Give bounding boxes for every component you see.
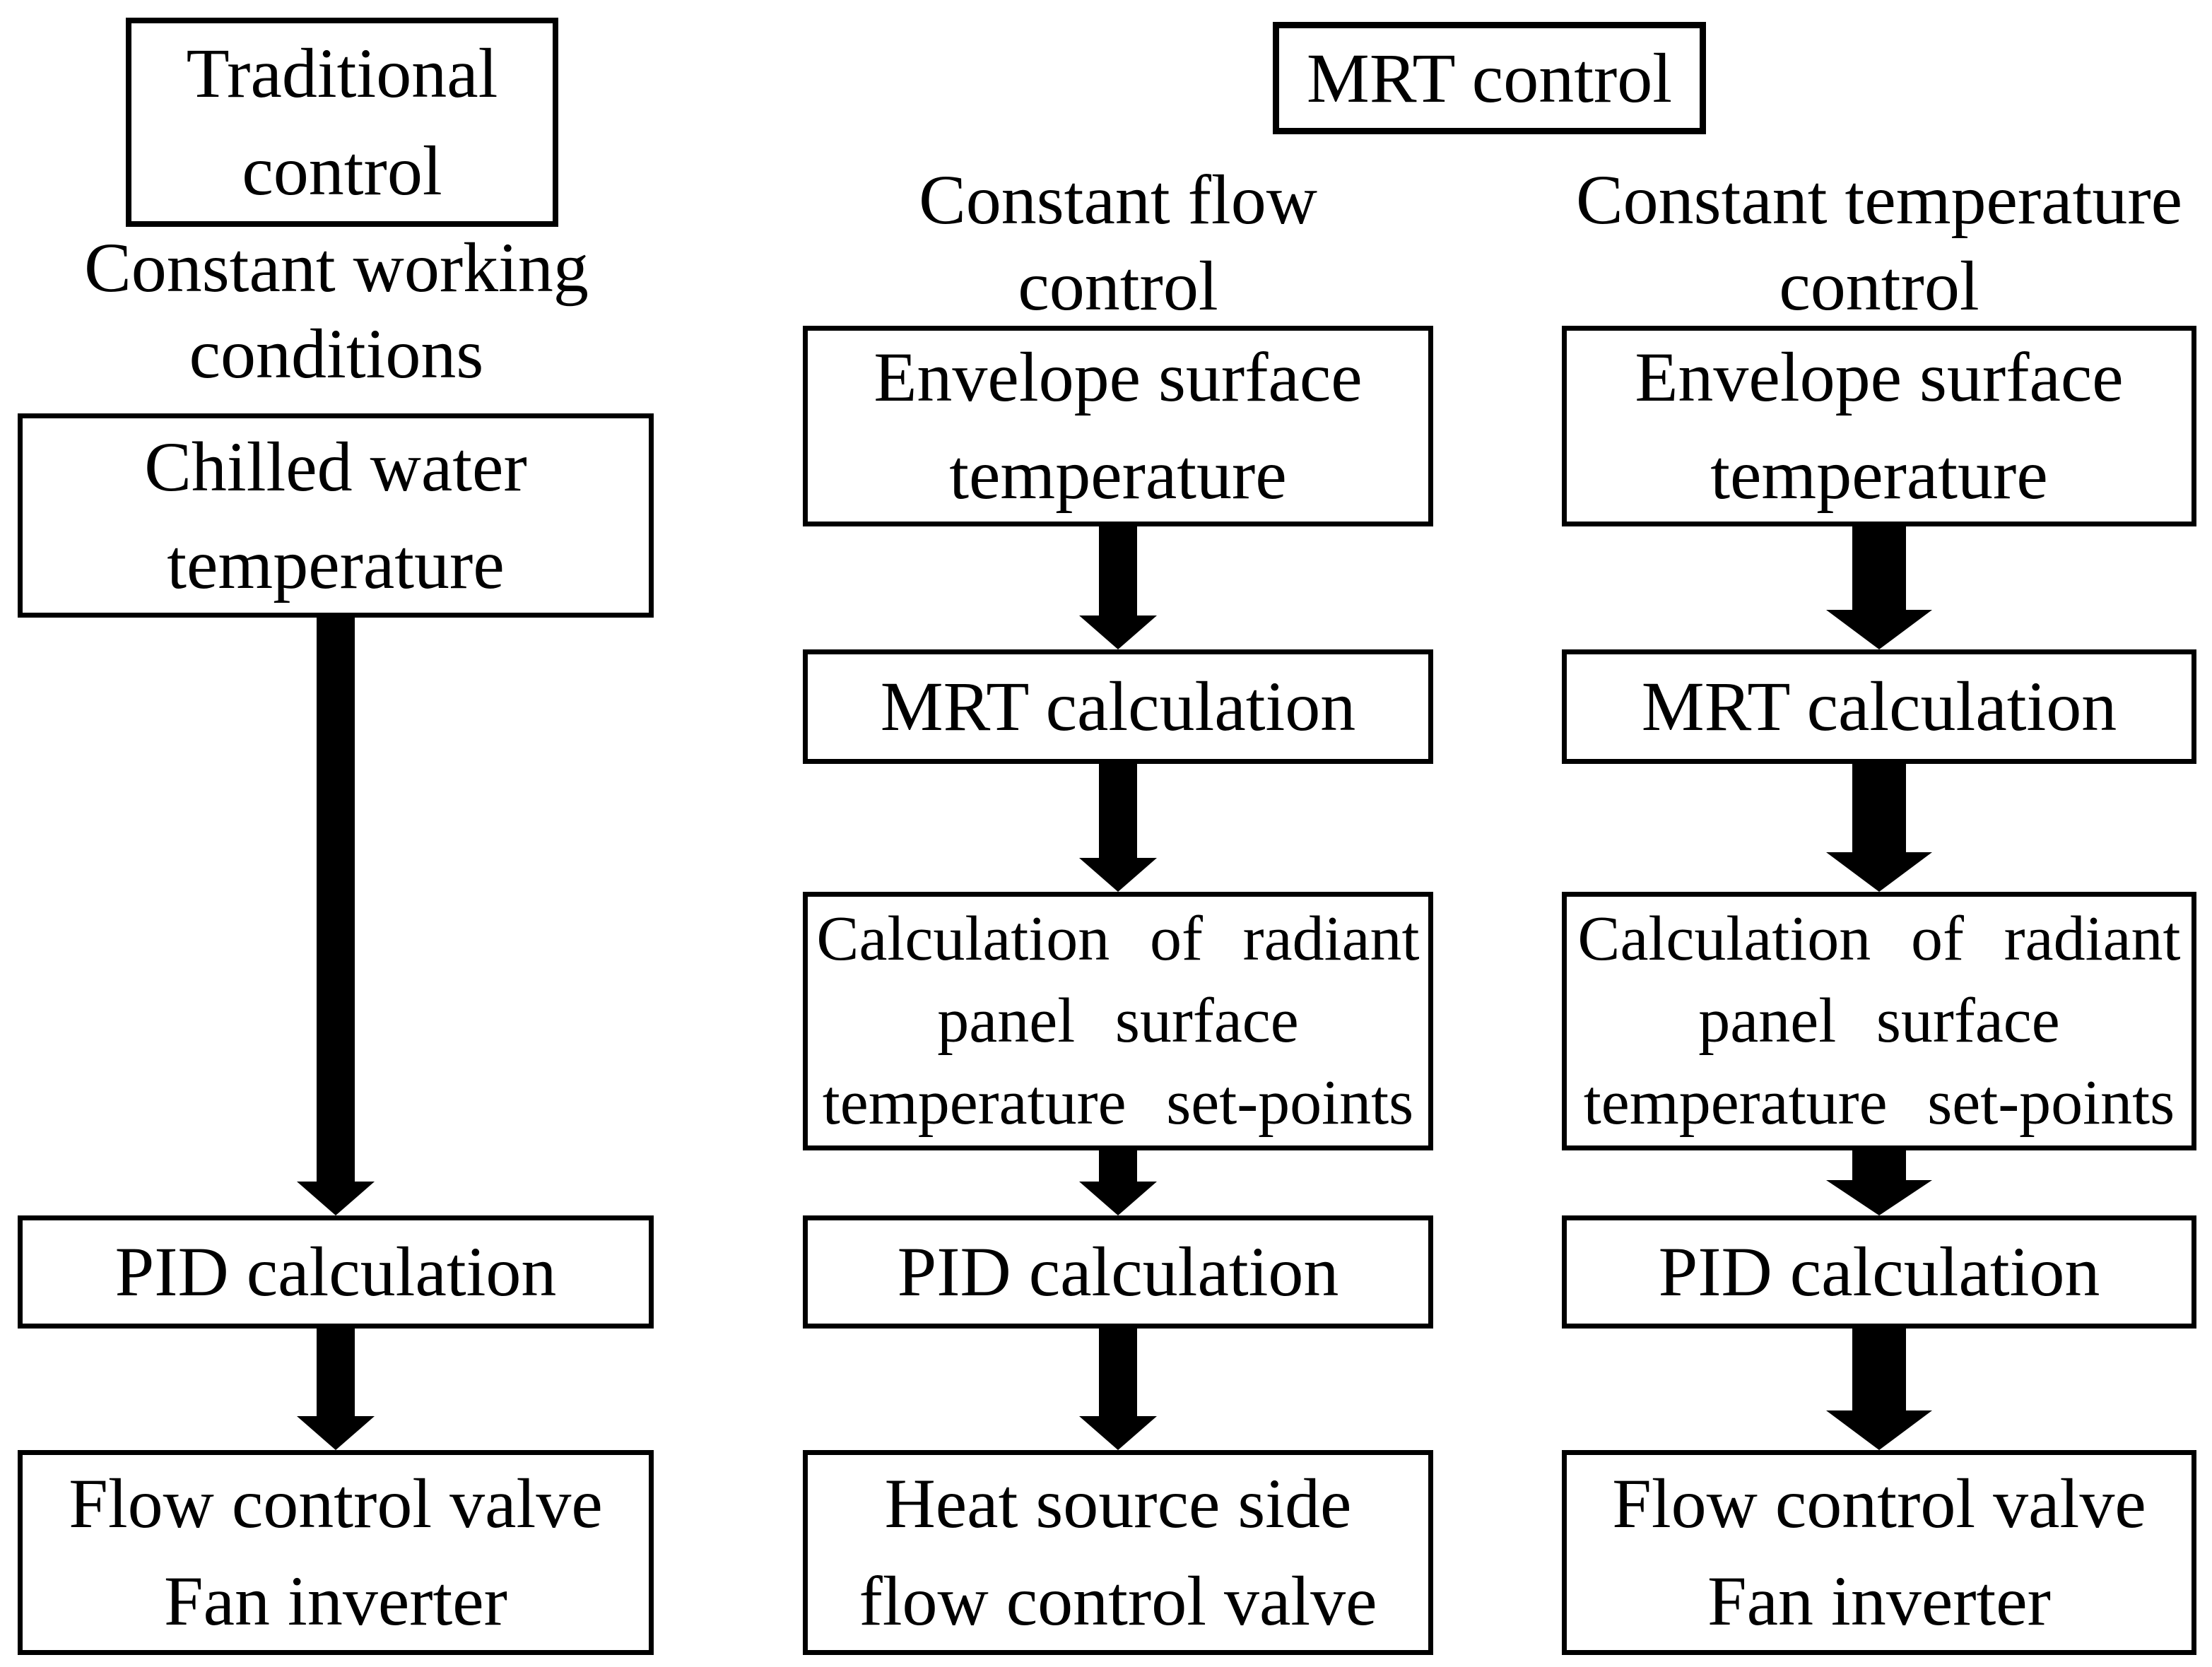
radiant-panel-set-points-box: Calculation of radiant panel surface tem… — [1562, 892, 2196, 1150]
subheader-line: control — [1018, 247, 1218, 325]
heat-source-side-flow-control-valve-box: Heat source side flow control valve — [803, 1450, 1433, 1655]
box-line: Flow control valve — [69, 1464, 603, 1543]
box-line: PID calculation — [1658, 1232, 2100, 1311]
subheader-line: conditions — [189, 314, 484, 393]
arrow-head-icon — [297, 1416, 375, 1450]
down-arrow-connector — [297, 618, 375, 1215]
arrow-head-icon — [1079, 615, 1157, 649]
box-line: Heat source side — [884, 1464, 1352, 1543]
box-line: Flow control valve — [1612, 1464, 2146, 1543]
constant-flow-subheader: Constant flow control — [803, 157, 1433, 329]
radiant-panel-set-points-box: Calculation of radiant panel surface tem… — [803, 892, 1433, 1150]
box-line: PID calculation — [897, 1232, 1339, 1311]
down-arrow-connector — [1826, 764, 1932, 892]
traditional-subheader: Constant working conditions — [18, 225, 654, 397]
arrow-head-icon — [1826, 852, 1932, 892]
arrow-stem — [1099, 1329, 1137, 1416]
box-line: panel surface — [937, 986, 1299, 1056]
arrow-stem — [1099, 1150, 1137, 1182]
pid-calculation-box: PID calculation — [18, 1215, 654, 1329]
arrow-stem — [1852, 764, 1906, 852]
arrow-stem — [1852, 1150, 1906, 1180]
down-arrow-connector — [1826, 526, 1932, 649]
box-line: Calculation of radiant — [816, 904, 1420, 974]
arrow-stem — [1099, 764, 1137, 858]
arrow-head-icon — [1079, 1182, 1157, 1215]
box-line: Calculation of radiant — [1577, 904, 2181, 974]
arrow-stem — [317, 618, 355, 1182]
flow-control-valve-fan-inverter-box: Flow control valve Fan inverter — [1562, 1450, 2196, 1655]
box-line: temperature — [167, 524, 505, 603]
box-line: Fan inverter — [1707, 1562, 2051, 1640]
header-line: Traditional — [186, 34, 498, 112]
box-line: Envelope surface — [873, 338, 1363, 416]
down-arrow-connector — [1079, 1150, 1157, 1215]
box-line: temperature — [949, 435, 1287, 514]
box-line: MRT calculation — [880, 667, 1356, 746]
arrow-stem — [1852, 1329, 1906, 1410]
box-line: MRT calculation — [1641, 667, 2117, 746]
down-arrow-connector — [1826, 1329, 1932, 1450]
traditional-control-header-box: Traditional control — [126, 18, 558, 227]
arrow-head-icon — [1826, 1410, 1932, 1450]
arrow-head-icon — [1826, 610, 1932, 649]
box-line: Fan inverter — [164, 1562, 507, 1640]
envelope-surface-temperature-box: Envelope surface temperature — [1562, 326, 2196, 526]
box-line: Envelope surface — [1635, 338, 2124, 416]
mrt-control-header-box: MRT control — [1273, 22, 1706, 134]
box-line: flow control valve — [859, 1562, 1377, 1640]
header-line: MRT control — [1306, 38, 1673, 117]
subheader-line: Constant temperature — [1575, 160, 2183, 239]
envelope-surface-temperature-box: Envelope surface temperature — [803, 326, 1433, 526]
arrow-head-icon — [297, 1182, 375, 1215]
mrt-calculation-box: MRT calculation — [803, 649, 1433, 764]
pid-calculation-box: PID calculation — [1562, 1215, 2196, 1329]
arrow-head-icon — [1079, 1416, 1157, 1450]
subheader-line: Constant working — [84, 228, 589, 307]
arrow-stem — [317, 1329, 355, 1416]
down-arrow-connector — [1826, 1150, 1932, 1215]
header-line: control — [242, 131, 442, 210]
arrow-stem — [1852, 526, 1906, 610]
pid-calculation-box: PID calculation — [803, 1215, 1433, 1329]
down-arrow-connector — [1079, 526, 1157, 649]
box-line: temperature set-points — [822, 1068, 1414, 1138]
mrt-calculation-box: MRT calculation — [1562, 649, 2196, 764]
arrow-stem — [1099, 526, 1137, 615]
box-line: temperature set-points — [1583, 1068, 2175, 1138]
subheader-line: control — [1779, 247, 1979, 325]
arrow-head-icon — [1826, 1180, 1932, 1215]
flow-control-valve-fan-inverter-box: Flow control valve Fan inverter — [18, 1450, 654, 1655]
subheader-line: Constant flow — [919, 160, 1317, 239]
constant-temperature-subheader: Constant temperature control — [1562, 157, 2196, 329]
box-line: PID calculation — [114, 1232, 557, 1311]
down-arrow-connector — [1079, 1329, 1157, 1450]
chilled-water-temperature-box: Chilled water temperature — [18, 413, 654, 618]
box-line: temperature — [1710, 435, 2048, 514]
box-line: Chilled water — [144, 427, 527, 506]
down-arrow-connector — [1079, 764, 1157, 892]
down-arrow-connector — [297, 1329, 375, 1450]
box-line: panel surface — [1698, 986, 2060, 1056]
arrow-head-icon — [1079, 858, 1157, 892]
